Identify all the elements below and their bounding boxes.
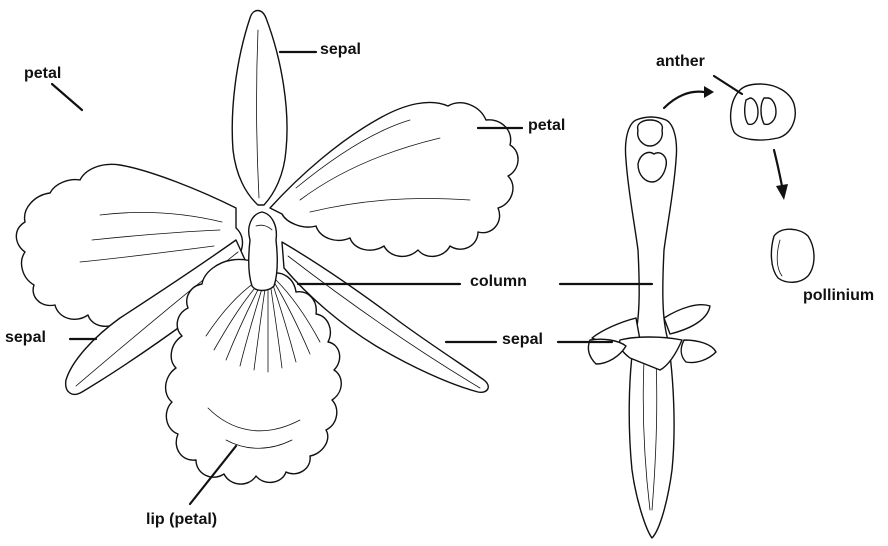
column-sepal-side [681, 340, 716, 363]
label-sepal-top: sepal [320, 42, 361, 58]
leader-petal-left [52, 84, 82, 110]
column-flower [249, 212, 278, 291]
column-anther-cap [638, 120, 663, 146]
label-sepal-right: sepal [502, 332, 543, 348]
column-detail [588, 117, 716, 538]
sepal-top [232, 11, 287, 206]
anther-detail [664, 84, 814, 282]
arrow-to-anther [664, 92, 704, 108]
label-petal-left: petal [24, 66, 61, 82]
column-sepal-front [619, 337, 682, 370]
column-sepal-right [664, 305, 710, 334]
label-sepal-left: sepal [5, 330, 46, 346]
leader-anther [714, 76, 742, 94]
arrow-to-pollinium [774, 150, 782, 186]
label-pollinium: pollinium [803, 288, 874, 304]
label-anther: anther [656, 54, 705, 70]
label-lip: lip (petal) [146, 512, 217, 528]
orchid-flower [16, 11, 518, 485]
label-column: column [470, 274, 527, 290]
pollinium-shape [771, 229, 814, 282]
label-petal-right: petal [528, 118, 565, 134]
